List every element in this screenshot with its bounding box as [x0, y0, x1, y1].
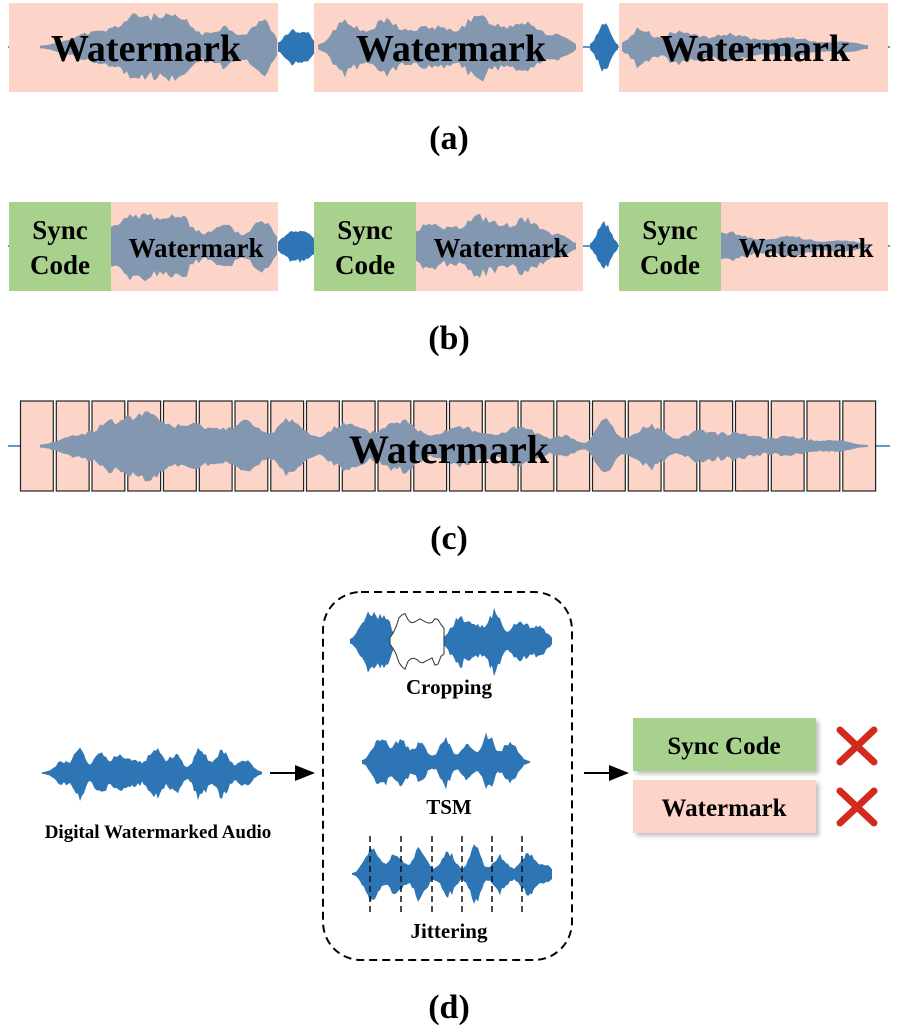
sync-code-output-label: Sync Code — [667, 733, 780, 760]
sync-code-output-box — [633, 718, 816, 771]
waveform-shape — [278, 230, 314, 263]
panel-caption-a: (a) — [429, 120, 469, 157]
attack-label-jittering: Jittering — [411, 919, 488, 943]
sync-code-label-line2: Code — [640, 250, 700, 280]
waveform-shape — [352, 844, 552, 904]
jittering-waveform — [352, 844, 552, 904]
attack-label-tsm: TSM — [426, 795, 472, 819]
watermark-label: Watermark — [434, 233, 569, 263]
waveform-shape — [622, 27, 868, 69]
attacks-box — [322, 591, 573, 961]
attack-label-cropping: Cropping — [406, 675, 492, 699]
waveform-shape — [590, 220, 618, 269]
sync-code-box — [314, 202, 416, 291]
waveform-shape — [389, 612, 445, 671]
panel-caption-b: (b) — [428, 320, 470, 357]
waveform-shape — [40, 411, 868, 482]
sync-code-box — [619, 202, 721, 291]
cross-icon — [836, 787, 878, 827]
waveform-shape — [278, 29, 314, 66]
panel-caption-c: (c) — [430, 520, 468, 557]
waveform-shape — [362, 732, 530, 790]
sync-code-label-line1: Sync — [337, 215, 393, 245]
input-audio-waveform — [42, 747, 262, 802]
sync-code-label-line1: Sync — [642, 215, 698, 245]
watermark-output-label: Watermark — [662, 795, 787, 822]
watermark-label: Watermark — [349, 427, 550, 472]
waveform-shape — [42, 747, 262, 802]
waveform-a — [40, 13, 868, 82]
waveform-shape — [40, 13, 277, 82]
cross-icon — [836, 726, 878, 766]
waveform-shape — [40, 213, 277, 282]
watermark-label: Watermark — [660, 28, 851, 70]
panel-b: Sync Code Sync Code Sync Code Watermark … — [8, 202, 890, 357]
watermark-label: Watermark — [129, 233, 264, 263]
jitter-markers — [369, 836, 523, 912]
watermark-label: Watermark — [739, 233, 874, 263]
sync-code-label-line1: Sync — [32, 215, 88, 245]
watermark-label: Watermark — [356, 28, 547, 70]
sync-code-label-line2: Code — [335, 250, 395, 280]
waveform-shape — [318, 15, 576, 82]
watermark-label: Watermark — [51, 28, 242, 70]
panel-d: Digital Watermarked Audio Cropping TSM J… — [42, 591, 878, 1026]
panel-caption-d: (d) — [428, 989, 470, 1026]
input-audio-label: Digital Watermarked Audio — [45, 822, 272, 843]
watermark-output-box — [633, 780, 816, 833]
waveform-shape — [350, 607, 552, 677]
waveform-shape — [590, 23, 618, 72]
panel-c: Watermark (c) — [8, 400, 890, 557]
waveform-c — [40, 411, 868, 482]
tsm-waveform — [362, 732, 530, 790]
cropping-waveform — [350, 607, 552, 677]
panel-a: Watermark Watermark Watermark (a) — [8, 3, 890, 157]
sync-code-box — [9, 202, 111, 291]
sync-code-label-line2: Code — [30, 250, 90, 280]
